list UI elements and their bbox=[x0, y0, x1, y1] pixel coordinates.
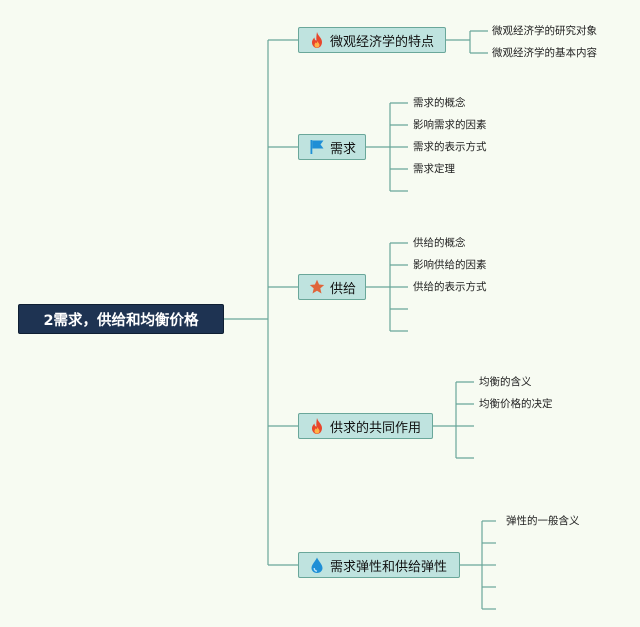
star-icon bbox=[309, 279, 325, 295]
root-topic-label: 2需求，供给和均衡价格 bbox=[43, 312, 199, 329]
subtopic-equilibrium-price[interactable]: 均衡价格的决定 bbox=[479, 398, 553, 410]
subtopic-supply-factors[interactable]: 影响供给的因素 bbox=[413, 259, 487, 271]
topic-label: 需求弹性和供给弹性 bbox=[330, 559, 448, 575]
subtopic-demand-concept[interactable]: 需求的概念 bbox=[413, 97, 466, 109]
topic-label: 供给 bbox=[330, 281, 357, 297]
topic-supply[interactable]: 供给 bbox=[298, 274, 366, 300]
fire-icon bbox=[309, 32, 325, 48]
subtopic-elasticity-meaning[interactable]: 弹性的一般含义 bbox=[506, 515, 580, 527]
flag-icon bbox=[309, 139, 325, 155]
topic-label: 微观经济学的特点 bbox=[330, 34, 435, 50]
topic-supply-demand-interaction[interactable]: 供求的共同作用 bbox=[298, 413, 433, 439]
subtopic-supply-concept[interactable]: 供给的概念 bbox=[413, 237, 466, 249]
subtopic-basic-content[interactable]: 微观经济学的基本内容 bbox=[492, 47, 597, 59]
topic-elasticity[interactable]: 需求弹性和供给弹性 bbox=[298, 552, 460, 578]
subtopic-supply-representation[interactable]: 供给的表示方式 bbox=[413, 281, 487, 293]
subtopic-law-of-demand[interactable]: 需求定理 bbox=[413, 163, 455, 175]
subtopic-equilibrium-meaning[interactable]: 均衡的含义 bbox=[479, 376, 532, 388]
topic-label: 需求 bbox=[330, 141, 357, 157]
fire-icon bbox=[309, 418, 325, 434]
topic-label: 供求的共同作用 bbox=[330, 420, 422, 436]
subtopic-research-object[interactable]: 微观经济学的研究对象 bbox=[492, 25, 597, 37]
subtopic-demand-factors[interactable]: 影响需求的因素 bbox=[413, 119, 487, 131]
water-drop-icon bbox=[309, 557, 325, 573]
topic-microeconomics-features[interactable]: 微观经济学的特点 bbox=[298, 27, 446, 53]
subtopic-demand-representation[interactable]: 需求的表示方式 bbox=[413, 141, 487, 153]
root-topic[interactable]: 2需求，供给和均衡价格 bbox=[18, 304, 224, 334]
topic-demand[interactable]: 需求 bbox=[298, 134, 366, 160]
